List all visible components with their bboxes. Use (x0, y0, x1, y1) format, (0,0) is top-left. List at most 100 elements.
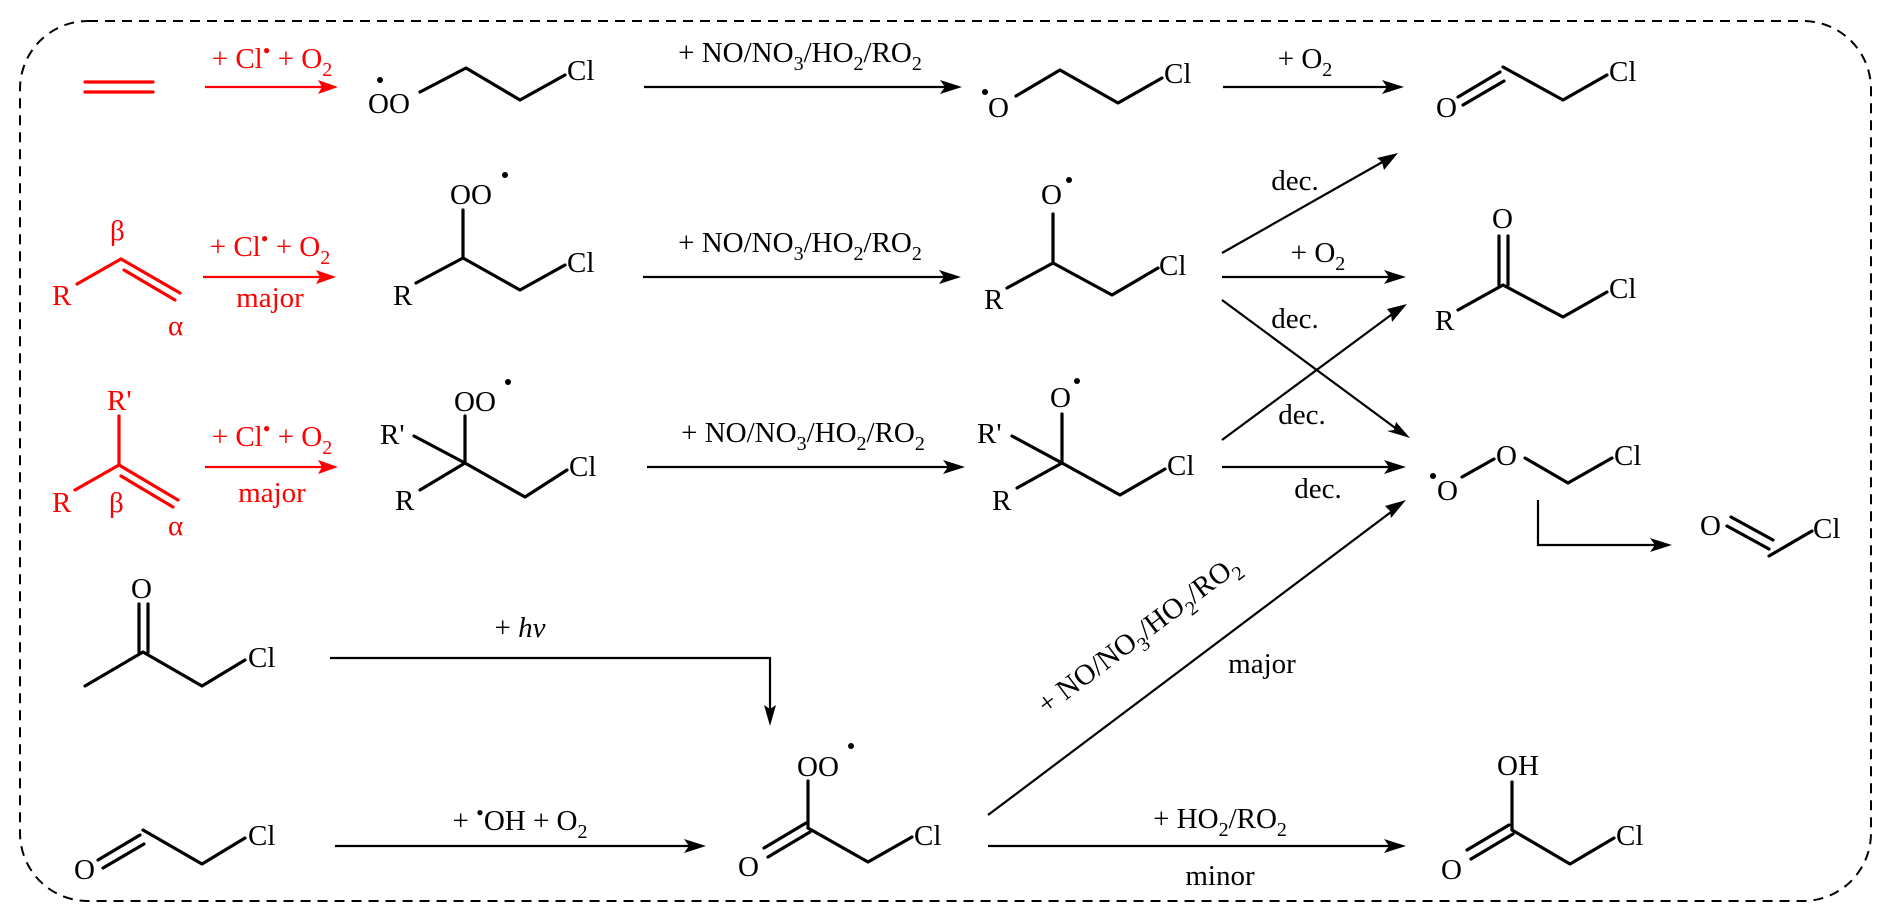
condition-major-2: major (236, 282, 304, 314)
label-text: O (1492, 203, 1513, 235)
label-text: Cl (1167, 450, 1194, 482)
label-text: + HO (1153, 803, 1219, 835)
radical-dot (1430, 473, 1436, 479)
bond-line (1456, 283, 1609, 319)
label-text: 2 (857, 433, 867, 455)
radical-dot (848, 743, 854, 749)
bond-line (762, 821, 808, 850)
label-text: /HO (807, 417, 857, 449)
arrow-line (330, 656, 772, 712)
condition-cl-o2-3: + Cl• + O2 (212, 416, 333, 459)
bond-line (1060, 461, 1167, 497)
bond-line (1460, 457, 1496, 479)
condition-nox-3: + NO/NO3/HO2/RO2 (681, 417, 925, 455)
label-text: 2 (912, 53, 922, 75)
condition-ho2-ro2: + HO2/RO2 (1153, 803, 1287, 841)
arrow-row3-dec: dec. (1222, 460, 1406, 505)
label-text: /RO (1229, 803, 1277, 835)
condition-o2-2: + O2 (1291, 237, 1346, 275)
bond-line (1005, 261, 1160, 297)
bond-line (463, 461, 569, 499)
condition-oh-o2: + •OH + O2 (453, 800, 588, 843)
label-text: R' (107, 385, 132, 417)
bond-line (73, 463, 121, 492)
bond-line (1767, 529, 1814, 558)
species-acylperoxy: OO O Cl (738, 743, 941, 883)
label-text: OO (454, 386, 496, 418)
bond-line (1501, 65, 1609, 102)
arrowhead-icon (1384, 460, 1406, 474)
label-text: O (988, 92, 1009, 124)
label-text: 3 (794, 243, 804, 265)
bond-line (1725, 524, 1771, 551)
label-text: + NO/NO (1032, 626, 1144, 721)
condition-o2-1: + O2 (1278, 43, 1333, 81)
label-text: 2 (322, 59, 332, 81)
arrow-row2-dec-down: dec. (1221, 299, 1410, 438)
bond-line (96, 833, 142, 862)
label-text: Cl (914, 820, 941, 852)
label-text: R' (977, 418, 1002, 450)
label-text: 2 (854, 53, 864, 75)
label-text: • (261, 226, 269, 251)
label-text: Cl (569, 451, 596, 483)
label-text: O (1436, 92, 1457, 124)
arrow-row3-cl-addition: + Cl• + O2 major (205, 416, 338, 509)
label-text: O (738, 851, 759, 883)
label-text: 3 (797, 433, 807, 455)
label-text: O (1041, 179, 1062, 211)
arrow-row1-o2: + O2 (1223, 43, 1404, 94)
label-text: /RO (864, 227, 912, 259)
arrow-line (1221, 311, 1396, 441)
arrow-row3-nox: + NO/NO3/HO2/RO2 (647, 417, 965, 474)
label-text: dec. (1271, 303, 1319, 335)
product-formyl-chloride: O Cl (1700, 510, 1840, 558)
species-peroxy-1: OO Cl (368, 55, 594, 120)
arrow-line (1221, 299, 1399, 431)
radical-dot (1074, 378, 1080, 384)
product-chloroketone: O R Cl (1435, 203, 1636, 337)
label-text: Cl (1164, 58, 1191, 90)
label-text: OO (797, 751, 839, 783)
label-text: 3 (794, 53, 804, 75)
label-text: O (1437, 475, 1458, 507)
radical-dot (377, 77, 383, 83)
bond-line (1461, 79, 1506, 107)
product-chloroacetic-acid: OH O Cl (1441, 750, 1643, 886)
label-text: 2 (1219, 819, 1229, 841)
condition-cl-o2-2: + Cl• + O2 (210, 226, 331, 269)
bond-line (418, 66, 567, 102)
label-text: dec. (1294, 473, 1342, 505)
arrow-row2-cl-addition: + Cl• + O2 major (203, 226, 336, 314)
arrow-row2-dec-up: dec. (1221, 153, 1398, 254)
bond-line (1010, 434, 1064, 465)
reactant-chloroacetone: O Cl (83, 573, 275, 688)
arrowhead-icon (1377, 153, 1398, 170)
label-text: O (131, 573, 152, 605)
label-text: + Cl (210, 231, 261, 263)
label-text: • (263, 416, 271, 441)
species-peroxy-2: OO R Cl (393, 172, 594, 312)
arrowhead-icon (1387, 422, 1410, 438)
arrowhead-icon (1650, 538, 1672, 552)
label-text: + O (268, 231, 320, 263)
label-text: 2 (912, 243, 922, 265)
arrow-row2-o2: + O2 (1222, 237, 1406, 284)
bond-line (1510, 828, 1616, 866)
arrowhead-icon (316, 270, 336, 284)
label-text: R (395, 485, 415, 517)
arrowhead-icon (943, 460, 965, 474)
bond-line (83, 650, 247, 688)
label-text: + (453, 805, 477, 837)
bond-line (1729, 515, 1775, 542)
label-text: dec. (1278, 399, 1326, 431)
arrowhead-icon (1387, 304, 1407, 322)
label-text: + O (1278, 43, 1323, 75)
bond-line (1014, 68, 1164, 105)
arrowhead-icon (1382, 80, 1404, 94)
bond-line (119, 257, 182, 295)
label-text: hv (518, 612, 546, 644)
label-text: /RO (864, 37, 912, 69)
label-text: O (1441, 854, 1462, 886)
